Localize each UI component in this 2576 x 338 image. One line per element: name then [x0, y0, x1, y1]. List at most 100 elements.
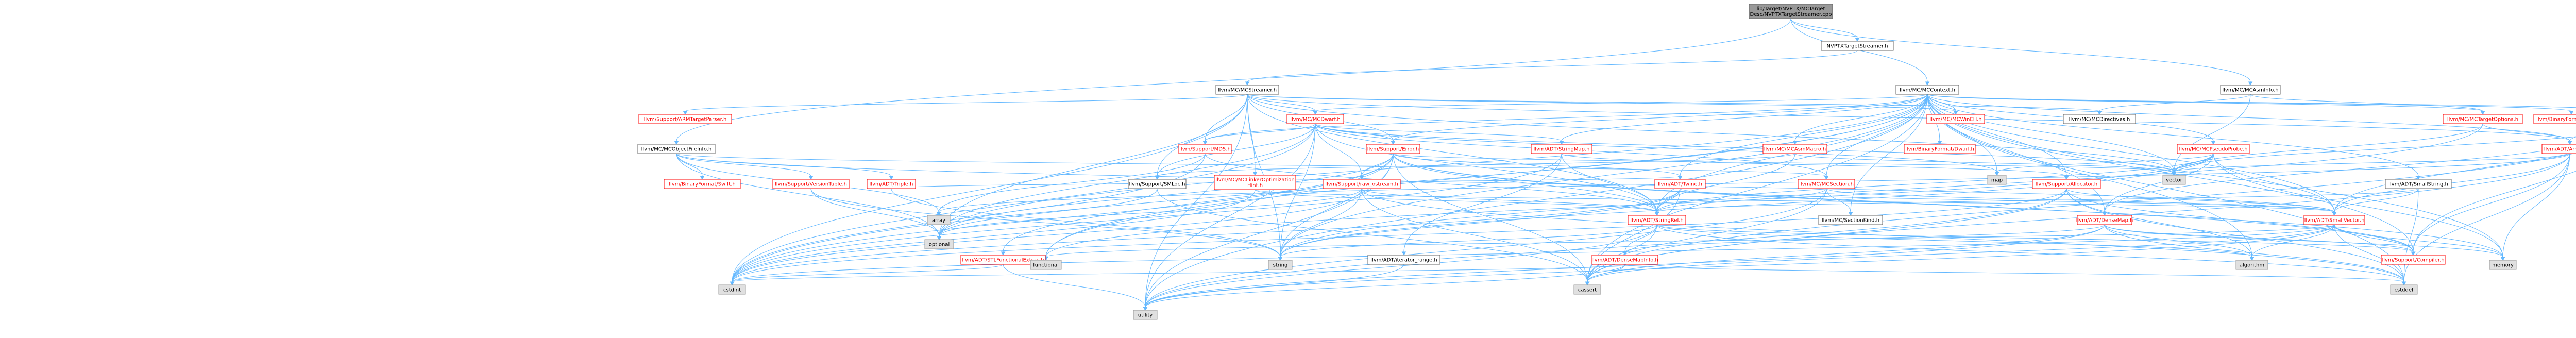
edge-densemapinfo-to-cstddef	[1624, 264, 2406, 285]
node-label: cstddef	[2395, 288, 2414, 293]
node-smallstring[interactable]: llvm/ADT/SmallString.h	[2385, 179, 2452, 189]
node-label: llvm/MC/MCSection.h	[1799, 182, 1854, 188]
node-label: llvm/Support/raw_ostream.h	[1325, 182, 1398, 188]
node-label: llvm/MC/MCPseudoProbe.h	[2179, 147, 2247, 153]
edge-error-to-compiler	[1393, 153, 2416, 256]
edge-mcasminfo-to-mctargetopts	[2250, 94, 2485, 115]
node-label: llvm/Support/SMLoc.h	[1129, 182, 1185, 188]
node-mcstreamer[interactable]: llvm/MC/MCStreamer.h	[1215, 84, 1279, 95]
edge-smallvector-to-memory	[2334, 224, 2505, 261]
node-smloc[interactable]: llvm/Support/SMLoc.h	[1128, 179, 1187, 189]
node-mcasminfo[interactable]: llvm/MC/MCAsmInfo.h	[2220, 84, 2281, 95]
node-label: utility	[1138, 313, 1153, 318]
edge-arrayref-to-vector	[2172, 153, 2570, 176]
edge-rawostream-to-cstddef	[1361, 188, 2406, 285]
node-label: llvm/BinaryFormat/Swift.h	[669, 182, 735, 188]
node-label: memory	[2492, 263, 2514, 268]
node-densemapinfo[interactable]: llvm/ADT/DenseMapInfo.h	[1591, 255, 1658, 265]
node-label: llvm/ADT/StringRef.h	[1630, 218, 1683, 224]
edge-smallvector-to-utility	[1143, 224, 2335, 311]
node-nvptxts[interactable]: NVPTXTargetStreamer.h	[1821, 41, 1894, 51]
edge-densemapinfo-to-cstdint	[730, 264, 1625, 285]
edge-arrayref-to-memory	[2500, 153, 2570, 261]
node-mcwinen[interactable]: llvm/MC/MCWinEH.h	[1926, 114, 1985, 124]
edge-mclinker-to-cstdint	[730, 189, 1256, 285]
node-stringref[interactable]: llvm/ADT/StringRef.h	[1628, 215, 1686, 225]
node-label: llvm/ADT/STLFunctionalExtras.h	[962, 258, 1044, 263]
node-mcsection[interactable]: llvm/MC/MCSection.h	[1798, 179, 1855, 189]
node-label: llvm/BinaryFormat/XCOFF.h	[2536, 117, 2576, 123]
node-bfdwarf[interactable]: llvm/BinaryFormat/Dwarf.h	[1904, 144, 1976, 154]
node-label: llvm/Support/Compiler.h	[2382, 258, 2444, 263]
node-smallvector[interactable]: llvm/ADT/SmallVector.h	[2303, 215, 2365, 225]
edge-mcasmmacro-to-smloc	[1155, 153, 1795, 180]
edge-mclinker-to-stringref	[1255, 189, 1659, 216]
node-label: llvm/ADT/StringMap.h	[1533, 147, 1589, 153]
node-armtp[interactable]: llvm/Support/ARMTargetParser.h	[638, 114, 732, 124]
edge-mcstreamer-to-smloc	[1155, 94, 1248, 180]
node-mcpseudo[interactable]: llvm/MC/MCPseudoProbe.h	[2177, 144, 2250, 154]
node-mccontext[interactable]: llvm/MC/MCContext.h	[1895, 84, 1959, 95]
edge-rawostream-to-stringref	[1361, 188, 1659, 216]
edge-arrayref-to-array	[936, 153, 2570, 216]
node-root: lib/Target/NVPTX/MCTargetDesc/NVPTXTarge…	[1749, 4, 1833, 19]
node-algorithm: algorithm	[2235, 260, 2268, 270]
node-rawostream[interactable]: llvm/Support/raw_ostream.h	[1323, 179, 1401, 189]
node-label: llvm/ADT/ArrayRef.h	[2544, 147, 2576, 153]
edge-rawostream-to-cstdint	[730, 188, 1362, 285]
node-label: llvm/MC/MCContext.h	[1900, 88, 1955, 93]
node-label: llvm/ADT/DenseMapInfo.h	[1591, 258, 1658, 263]
node-label: NVPTXTargetStreamer.h	[1826, 44, 1888, 49]
edge-mcstreamer-to-mcwinen	[1247, 94, 1958, 115]
node-iterrange[interactable]: llvm/ADT/iterator_range.h	[1367, 255, 1440, 265]
node-label: vector	[2166, 178, 2183, 183]
node-densemap[interactable]: llvm/ADT/DenseMap.h	[2076, 215, 2133, 225]
node-versiontuple[interactable]: llvm/Support/VersionTuple.h	[772, 179, 850, 189]
node-label: cstdint	[723, 288, 741, 293]
node-mctargetopts[interactable]: llvm/MC/MCTargetOptions.h	[2443, 114, 2523, 124]
node-label: llvm/ADT/Triple.h	[870, 182, 913, 188]
edge-mctargetopts-to-string	[1278, 123, 2483, 261]
edge-triple-to-string	[891, 188, 1283, 261]
node-mcdwarf[interactable]: llvm/MC/MCDwarf.h	[1286, 114, 1344, 124]
node-allocator[interactable]: llvm/Support/Allocator.h	[2032, 179, 2101, 189]
node-label: Desc/NVPTXTargetStreamer.cpp	[1750, 12, 1832, 18]
node-mcobjfi[interactable]: llvm/MC/MCObjectFileInfo.h	[637, 144, 716, 154]
node-xcoff[interactable]: llvm/BinaryFormat/XCOFF.h	[2533, 114, 2576, 124]
node-label: llvm/MC/MCObjectFileInfo.h	[641, 147, 712, 153]
edge-mcobjfi-to-triple	[676, 153, 894, 180]
node-optional: optional	[924, 239, 954, 249]
node-sectionkind[interactable]: llvm/MC/SectionKind.h	[1818, 215, 1883, 225]
edge-mccontext-to-stringmap	[1559, 94, 1928, 145]
node-arrayref[interactable]: llvm/ADT/ArrayRef.h	[2541, 144, 2576, 154]
edge-root-to-mccontext	[1790, 18, 1930, 86]
node-stringmap[interactable]: llvm/ADT/StringMap.h	[1531, 144, 1592, 154]
node-label: llvm/MC/MCLinkerOptimization	[1215, 177, 1295, 183]
edge-root-to-mcobjfi	[674, 18, 1791, 145]
edge-densemapinfo-to-utility	[1143, 264, 1625, 311]
node-mcdirectives[interactable]: llvm/MC/MCDirectives.h	[2063, 114, 2136, 124]
node-functional: functional	[1030, 260, 1062, 270]
edge-allocator-to-smallvector	[2066, 188, 2337, 216]
node-triple[interactable]: llvm/ADT/Triple.h	[867, 179, 916, 189]
node-compiler[interactable]: llvm/Support/Compiler.h	[2381, 255, 2446, 265]
node-mcasmmacro[interactable]: llvm/MC/MCAsmMacro.h	[1762, 144, 1827, 154]
node-md5[interactable]: llvm/Support/MD5.h	[1178, 144, 1232, 154]
node-memory: memory	[2489, 260, 2517, 270]
edge-mccontext-to-setvector	[1927, 94, 2576, 108]
node-label: algorithm	[2240, 263, 2264, 268]
node-macho[interactable]: llvm/BinaryFormat/Swift.h	[664, 179, 741, 189]
node-label: string	[1273, 263, 1288, 268]
node-label: llvm/ADT/iterator_range.h	[1370, 258, 1437, 263]
node-error[interactable]: llvm/Support/Error.h	[1366, 144, 1420, 154]
node-stlfunc[interactable]: llvm/ADT/STLFunctionalExtras.h	[960, 255, 1046, 265]
edge-mcpseudo-to-map	[1994, 153, 2214, 176]
node-twine[interactable]: llvm/ADT/Twine.h	[1654, 179, 1706, 189]
edge-error-to-stlfunc	[1001, 153, 1394, 256]
edge-mcdwarf-to-md5	[1202, 123, 1316, 145]
node-label: llvm/MC/MCStreamer.h	[1218, 88, 1277, 93]
node-label: llvm/ADT/SmallString.h	[2388, 182, 2448, 188]
edge-smallvector-to-algorithm	[2249, 224, 2335, 261]
